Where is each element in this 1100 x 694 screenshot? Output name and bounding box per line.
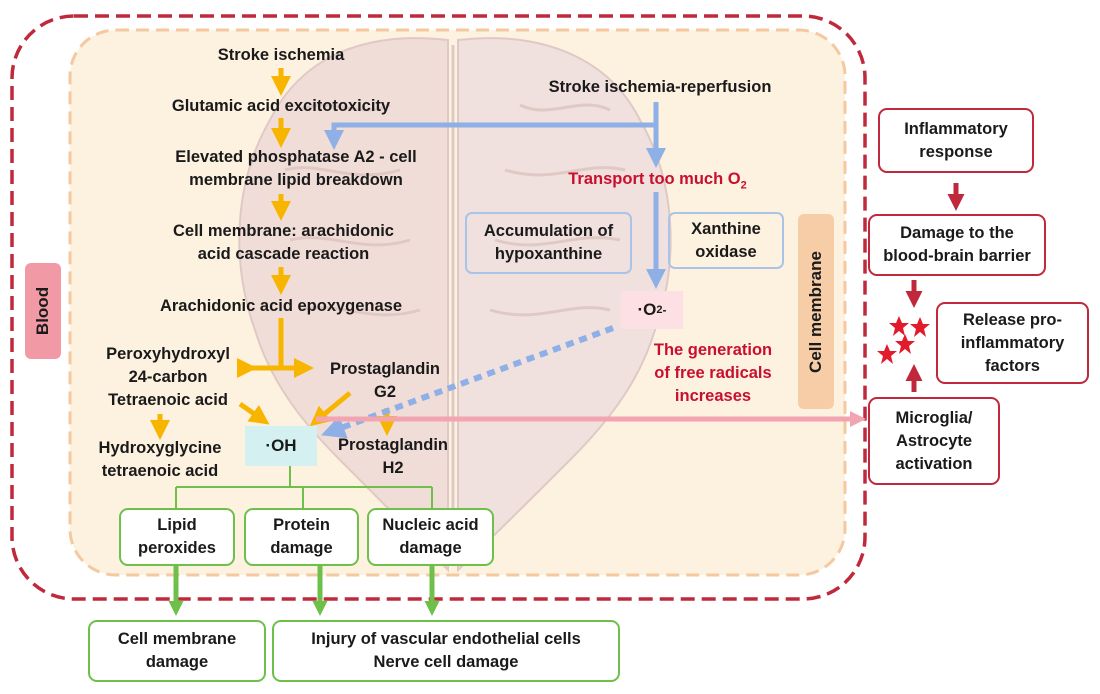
nucleic-acid-damage-box: Nucleic acid damage <box>367 508 494 566</box>
arachidonic-cascade-text: Cell membrane: arachidonic acid cascade … <box>173 222 394 263</box>
hypoxanthine-box: Accumulation of hypoxanthine <box>465 212 632 274</box>
phosphatase-text: Elevated phosphatase A2 - cell membrane … <box>175 148 417 189</box>
cell-membrane-label: Cell membrane <box>798 214 834 409</box>
lipid-peroxides-box: Lipid peroxides <box>119 508 235 566</box>
glutamic-text: Glutamic acid excitotoxicity <box>171 97 391 115</box>
hydroxyl-radical-box: ·OH <box>245 426 317 466</box>
epoxygenase-text: Arachidonic acid epoxygenase <box>159 297 403 315</box>
reperfusion-text: Stroke ischemia-reperfusion <box>548 78 772 96</box>
xanthine-oxidase-box: Xanthine oxidase <box>668 212 784 269</box>
prostaglandin-h2-text: Prostaglandin H2 <box>337 436 448 477</box>
prostaglandin-g2-text: Prostaglandin G2 <box>329 360 440 401</box>
inflammatory-response-box: Inflammatory response <box>878 108 1034 173</box>
blue-arrows <box>320 102 666 439</box>
blood-label: Blood <box>25 263 61 359</box>
transport-o2-text: Transport too much O2 <box>568 170 747 192</box>
peroxyhydroxyl-text: Peroxyhydroxyl 24-carbon Tetraenoic acid <box>106 345 230 409</box>
vessel-boundary <box>10 14 867 601</box>
star-icons <box>877 316 930 364</box>
bbb-damage-box: Damage to the blood-brain barrier <box>868 214 1046 276</box>
protein-damage-box: Protein damage <box>244 508 359 566</box>
green-arrows <box>168 566 440 617</box>
green-branches <box>175 466 433 508</box>
free-radicals-text: The generation of free radicals increase… <box>653 341 773 405</box>
stroke-ischemia-text: Stroke ischemia <box>217 46 345 64</box>
microglia-activation-box: Microglia/ Astrocyte activation <box>868 397 1000 485</box>
hydroxyglycine-text: Hydroxyglycine tetraenoic acid <box>98 439 222 480</box>
red-arrows <box>905 183 965 392</box>
vascular-injury-box: Injury of vascular endothelial cells Ner… <box>272 620 620 682</box>
cell-membrane-damage-box: Cell membrane damage <box>88 620 266 682</box>
brain-illustration <box>238 37 672 573</box>
release-factors-box: Release pro- inflammatory factors <box>936 302 1089 384</box>
